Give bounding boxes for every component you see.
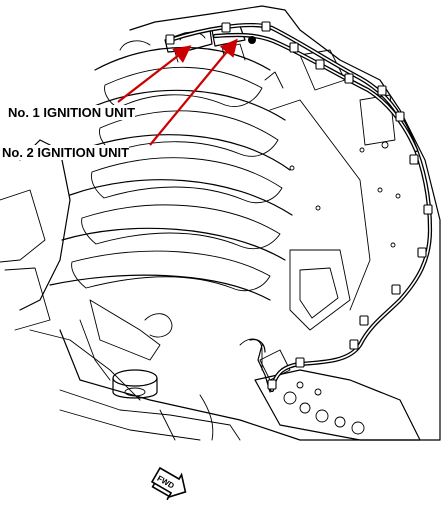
leader-arrows: [117, 38, 238, 146]
leader-arrow-2: [149, 38, 238, 146]
wire-harness: [165, 21, 433, 393]
ignition-unit-icon: [164, 29, 213, 53]
forward-direction-icon: FWD: [150, 466, 187, 501]
leader-arrow-1: [117, 45, 192, 103]
lower-mount: [59, 369, 241, 441]
callout-ignition-unit-1: No. 1 IGNITION UNIT: [8, 105, 136, 120]
compressor-blades: [49, 31, 293, 301]
callout-ignition-unit-2: No. 2 IGNITION UNIT: [2, 145, 130, 160]
engine-casing: [59, 5, 441, 441]
left-structure: [0, 139, 173, 401]
accessory-block: [239, 338, 421, 441]
